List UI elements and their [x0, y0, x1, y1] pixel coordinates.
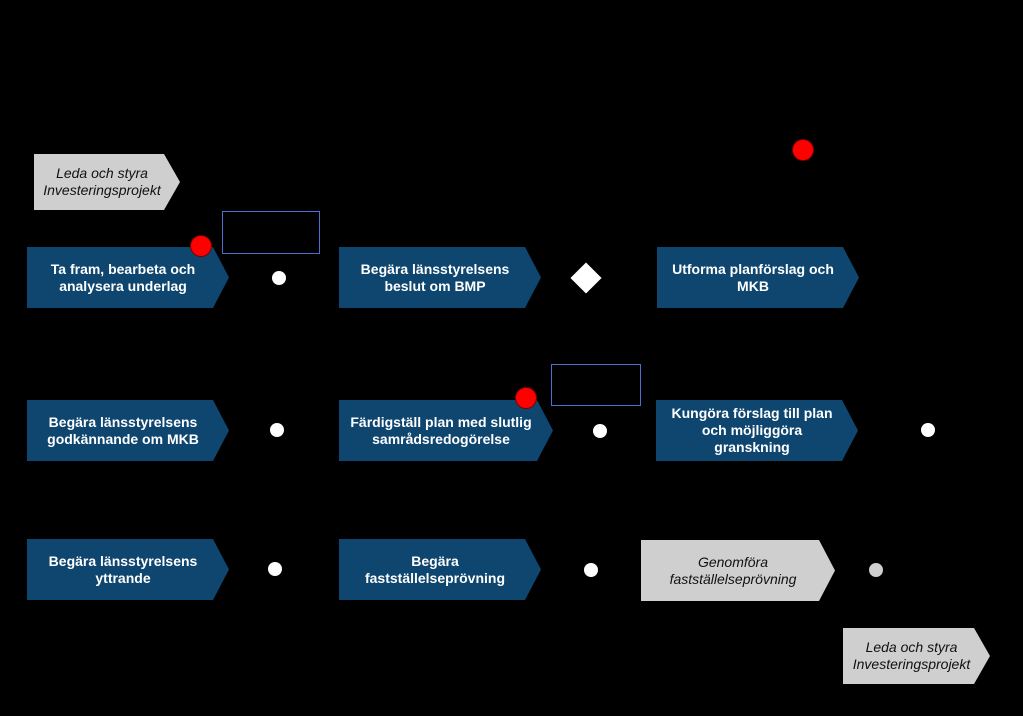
external-process-row3-col3-label: Genomföra fastställelseprövning	[669, 553, 797, 587]
event-dot-row1-a	[272, 271, 286, 285]
placeholder-frame-row2	[551, 364, 641, 406]
step-row1-col1[interactable]: Ta fram, bearbeta och analysera underlag	[27, 247, 229, 308]
external-process-top-left-label: Leda och styra Investeringsprojekt	[43, 165, 161, 198]
step-row2-col1-label: Begära länsstyrelsens godkännande om MKB	[47, 413, 199, 447]
red-marker-top-right	[792, 139, 814, 161]
step-row2-col2-label: Färdigställ plan med slutlig samrådsredo…	[350, 413, 532, 447]
placeholder-frame-row1	[222, 211, 320, 254]
step-row3-col1[interactable]: Begära länsstyrelsens yttrande	[27, 539, 229, 600]
step-row2-col3-label: Kungöra förslag till plan och möjliggöra…	[671, 405, 833, 455]
external-process-top-left[interactable]: Leda och styra Investeringsprojekt	[34, 154, 180, 210]
red-marker-row1-col1	[190, 235, 212, 257]
event-dot-row2-c	[921, 423, 935, 437]
event-dot-row3-a	[268, 562, 282, 576]
step-row1-col3-label: Utforma planförslag och MKB	[672, 260, 834, 294]
step-row2-col2[interactable]: Färdigställ plan med slutlig samrådsredo…	[339, 400, 553, 461]
step-row1-col2-label: Begära länsstyrelsens beslut om BMP	[360, 260, 510, 294]
red-marker-row2-col2	[515, 387, 537, 409]
step-row3-col2-label: Begära fastställelseprövning	[364, 552, 506, 586]
step-row3-col2[interactable]: Begära fastställelseprövning	[339, 539, 541, 600]
external-process-bottom-right-label: Leda och styra Investeringsprojekt	[852, 639, 971, 672]
event-dot-row3-b	[584, 563, 598, 577]
step-row1-col2[interactable]: Begära länsstyrelsens beslut om BMP	[339, 247, 541, 308]
step-row1-col1-label: Ta fram, bearbeta och analysera underlag	[50, 260, 196, 294]
event-dot-row2-b	[593, 424, 607, 438]
step-row3-col1-label: Begära länsstyrelsens yttrande	[48, 552, 198, 586]
step-row2-col3[interactable]: Kungöra förslag till plan och möjliggöra…	[656, 400, 858, 461]
event-dot-row3-c	[869, 563, 883, 577]
external-process-row3-col3[interactable]: Genomföra fastställelseprövning	[641, 540, 835, 601]
step-row2-col1[interactable]: Begära länsstyrelsens godkännande om MKB	[27, 400, 229, 461]
step-row1-col3[interactable]: Utforma planförslag och MKB	[657, 247, 859, 308]
external-process-bottom-right[interactable]: Leda och styra Investeringsprojekt	[843, 628, 990, 684]
event-dot-row2-a	[270, 423, 284, 437]
